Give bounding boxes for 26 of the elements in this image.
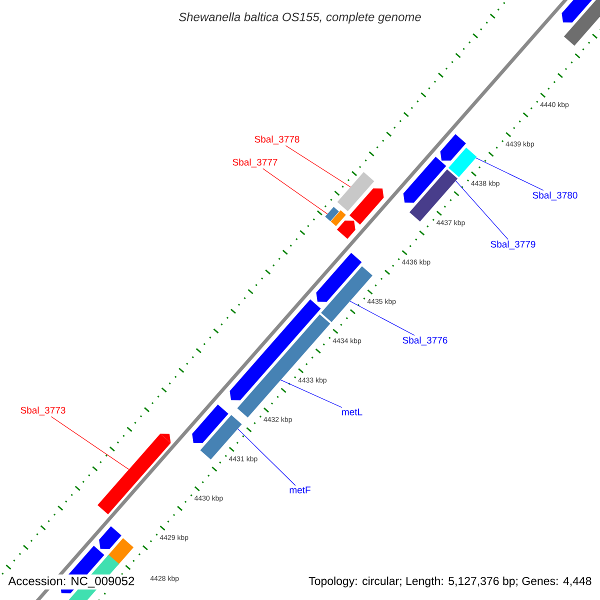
gene-label: Sbal_3773	[20, 406, 66, 416]
gene-feature	[325, 206, 339, 222]
gene-label: Sbal_3777	[232, 158, 278, 168]
leader-line	[455, 180, 508, 240]
leader-line	[476, 158, 544, 191]
leader-line	[350, 300, 415, 336]
gene-label: Sbal_3778	[254, 136, 300, 144]
leader-line	[285, 145, 351, 188]
accession-text: Accession: NC_009052	[6, 574, 137, 590]
gene-feature	[448, 148, 477, 178]
gene-label: metF	[290, 486, 310, 494]
gene-feature	[337, 172, 374, 212]
gene-feature	[98, 434, 171, 514]
gene-feature	[200, 415, 242, 460]
leader-line	[262, 168, 328, 214]
gene-feature	[237, 314, 330, 418]
leader-line	[237, 428, 296, 486]
gene-label: Sbal_3776	[402, 336, 448, 346]
genome-info-text: Topology: circular; Length: 5,127,376 bp; Genes: 4,448	[306, 574, 594, 590]
gene-label: Sbal_3780	[532, 192, 578, 200]
leader-line	[50, 416, 130, 470]
gene-feature	[409, 169, 458, 222]
title: Shewanella baltica OS155, complete genome	[178, 12, 421, 24]
leader-line	[280, 380, 342, 408]
gene-label: metL	[342, 408, 362, 416]
gene-label: Sbal_3779	[490, 240, 536, 250]
